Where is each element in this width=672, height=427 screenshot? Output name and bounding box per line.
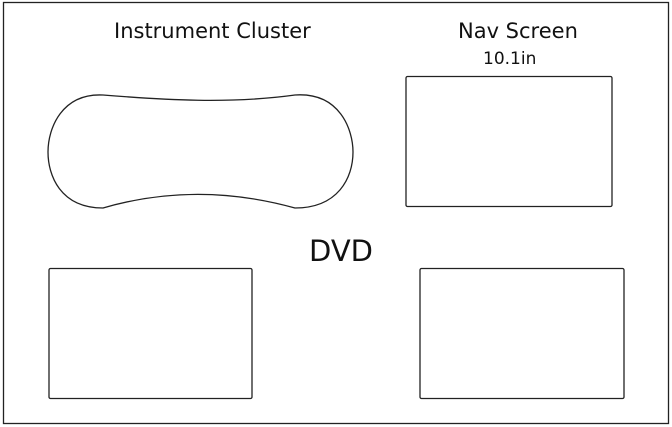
nav-screen-title: Nav Screen — [458, 19, 578, 43]
dvd-screen-right — [419, 267, 625, 400]
nav-screen-rect — [405, 75, 613, 208]
instrument-cluster-shape — [47, 94, 354, 209]
instrument-cluster-title: Instrument Cluster — [114, 19, 311, 43]
dvd-screen-left — [48, 267, 253, 400]
nav-screen-size: 10.1in — [483, 49, 537, 69]
dvd-label: DVD — [309, 234, 373, 268]
